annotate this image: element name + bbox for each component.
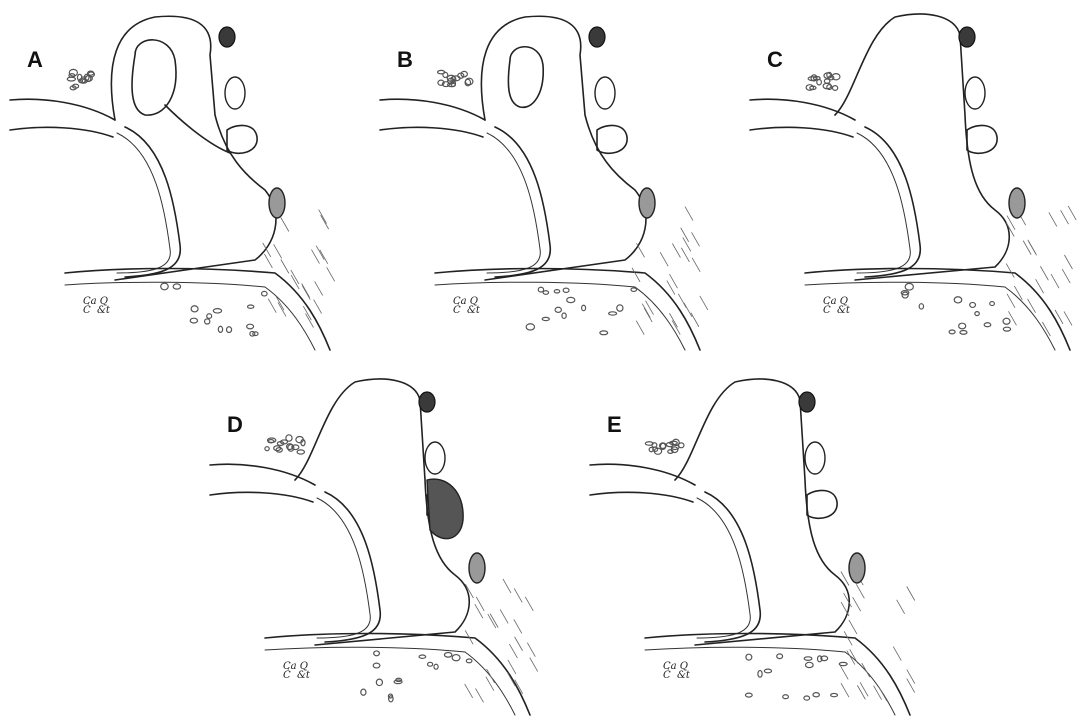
panel-label: A: [27, 47, 43, 73]
panel-label: C: [767, 47, 783, 73]
panel-label: D: [227, 412, 243, 438]
panel-c: C Ca Q Ċ &t: [745, 5, 1083, 355]
panel-c-drawing: [745, 5, 1083, 355]
panel-e: E Ca Q Ċ &t: [585, 370, 925, 720]
panel-e-drawing: [585, 370, 925, 720]
panel-b: B Ca Q Ċ &t: [375, 5, 715, 355]
artist-signature: Ca Q Ċ &t: [283, 662, 310, 680]
panel-label: E: [607, 412, 622, 438]
artist-signature: Ca Q Ċ &t: [823, 297, 850, 315]
panel-d: D Ca Q Ċ &t: [205, 370, 545, 720]
panel-b-drawing: [375, 5, 715, 355]
artist-signature: Ca Q Ċ &t: [453, 297, 480, 315]
panel-a-drawing: [5, 5, 345, 355]
panel-d-drawing: [205, 370, 545, 720]
panel-a: A Ca Q Ċ &t: [5, 5, 345, 355]
artist-signature: Ca Q Ċ &t: [83, 297, 110, 315]
panel-label: B: [397, 47, 413, 73]
artist-signature: Ca Q Ċ &t: [663, 662, 690, 680]
